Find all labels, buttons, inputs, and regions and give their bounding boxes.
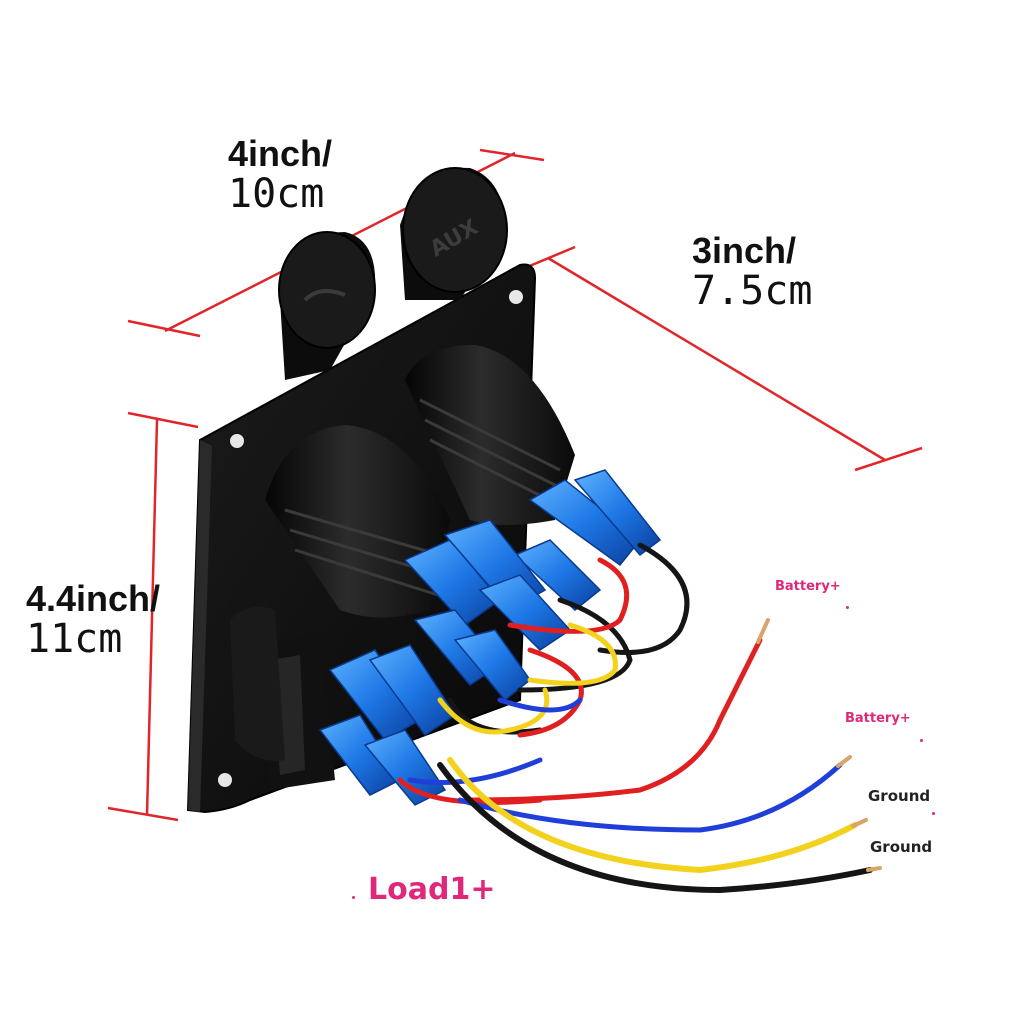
depth-dimension-line [547,256,886,462]
wire-black-loop [597,542,690,655]
wire-black-loop [517,597,633,693]
terminal [513,539,602,611]
mount-hole [230,434,244,448]
depth-dimension-label: 3inch/ 7.5cm [692,232,812,312]
height-dimension-label: 4.4inch/ 11cm [26,580,160,660]
wire-black-lead [437,762,873,894]
wire-yellow-loop [527,622,618,686]
terminal [573,469,662,557]
width-dimension-label: 4inch/ 10cm [228,135,332,215]
mount-hole [509,290,523,304]
label-marker [920,739,923,742]
height-tick-top [127,411,199,429]
wire-tip [851,818,868,828]
wire-tip [866,866,882,872]
label-marker [932,812,935,815]
label-marker [352,896,355,899]
socket-cap-right: AUX [400,167,508,300]
socket-cap-left [278,231,376,380]
wire-red-battery-lead [467,637,763,803]
height-cm-text: 11cm [26,615,123,662]
height-tick-bottom [107,806,179,822]
wire-red-loop [507,557,630,634]
wire-tip [836,755,852,768]
rocker-switch-housing [230,606,335,790]
spade-terminals [318,469,662,806]
mount-hole [218,773,232,787]
ground-label: Ground [870,838,933,856]
battery-plus-label: Battery+ [845,711,911,726]
wire-black-loop [447,697,543,735]
wire-blue-ground-lead [457,762,843,833]
terminal [363,729,447,806]
width-tick-right [479,148,545,162]
depth-tick-bottom [854,446,923,472]
socket-barrel-left [265,425,450,618]
wire-yellow-loop [437,687,550,735]
depth-inch-text: 3inch/ [692,230,797,271]
wire-blue-loop [407,757,543,785]
height-inch-text: 4.4inch/ [26,578,161,619]
width-cm-text: 10cm [228,170,325,217]
wire-yellow-ground-lead [447,757,858,874]
wire-blue-loop [497,697,583,713]
panel-side-edge [188,440,212,812]
ground-label: Ground [868,787,931,805]
depth-cm-text: 7.5cm [692,267,813,314]
wire-tip [756,618,770,644]
width-inch-text: 4inch/ [228,133,333,174]
load1-plus-label: Load1+ [368,872,496,907]
battery-plus-label: Battery+ [775,579,841,594]
width-tick-left [127,319,201,338]
height-dimension-line [145,419,159,816]
label-marker [846,606,849,609]
wires [397,542,882,894]
